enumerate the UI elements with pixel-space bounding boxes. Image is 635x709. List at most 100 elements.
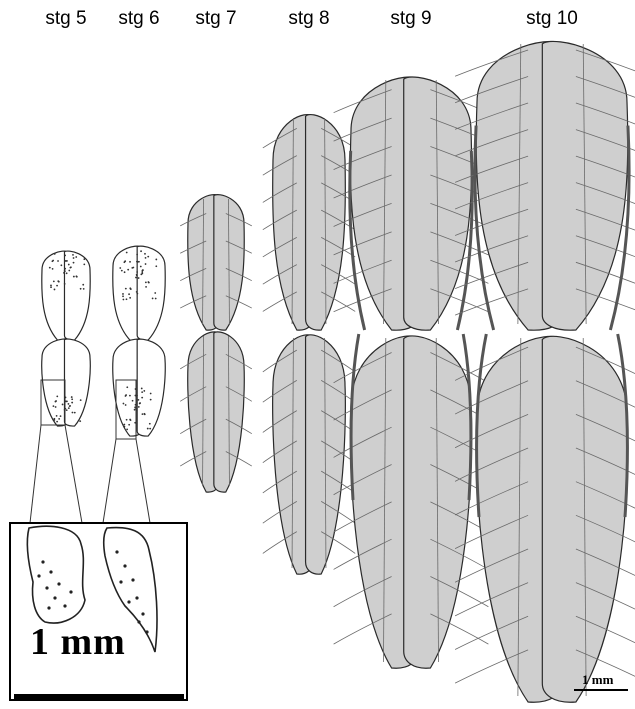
stage-5-base-dot-8 <box>71 398 73 400</box>
stage-5-tip-dot-8 <box>73 257 75 259</box>
stage-6-base-dot-18 <box>138 399 140 401</box>
stage-5-tip-dot-0 <box>66 272 68 274</box>
stage-6-tip-dot-40 <box>140 250 142 252</box>
stage-5-base-dot-0 <box>66 409 68 411</box>
stage-6-tip-dot-48 <box>136 293 138 295</box>
stage-6-tip-dot-39 <box>148 281 150 283</box>
stage-6-base-dot-14 <box>134 409 136 411</box>
stage-6-tip-dot-30 <box>155 265 157 267</box>
stage-5-tip-dot-32 <box>64 283 66 285</box>
stage-5-tip-dot-37 <box>80 288 82 290</box>
stage-5-tip-dot-15 <box>73 262 75 264</box>
stage-5-tip-dot-3 <box>50 284 52 286</box>
inset-connector-4 <box>136 439 150 523</box>
stage-5-base-dot-6 <box>71 396 73 398</box>
stage-6-tip-dot-32 <box>136 291 138 293</box>
stage-6-base-dot-6 <box>141 388 143 390</box>
scale-bar-label: 1 mm <box>582 672 613 688</box>
stage-5-base-dot-12 <box>55 406 57 408</box>
stage-6-base-dot-10 <box>126 386 128 388</box>
stage-5-tip-dot-24 <box>70 266 72 268</box>
stage-6-base-dot-29 <box>142 413 144 415</box>
stage-5-tip-dot-39 <box>76 275 78 277</box>
stage-5-tip-dot-22 <box>56 285 58 287</box>
stage-6-base-dot-19 <box>126 419 128 421</box>
stage-6-tip-dot-24 <box>142 269 144 271</box>
stage-6-tip-dot-41 <box>131 267 133 269</box>
stage-6-tip-dot-37 <box>152 298 154 300</box>
stage-5-base-dot-24 <box>69 405 71 407</box>
inset-connector-3 <box>103 439 116 523</box>
stage-5-base-dot-20 <box>62 404 64 406</box>
stage-6-base-dot-26 <box>125 394 127 396</box>
scale-bar <box>574 689 628 691</box>
stage-6-tip-dot-13 <box>155 259 157 261</box>
stage-6-base-dot-22 <box>128 424 130 426</box>
stage-label-7: stg 7 <box>195 8 236 30</box>
stage-6-tip-dot-47 <box>122 299 124 301</box>
stage-6-hindwing-right <box>137 339 165 436</box>
stage-6-tip-dot-8 <box>145 257 147 259</box>
stage-5-base-dot-28 <box>53 405 55 407</box>
stage-6-tip-dot-16 <box>126 298 128 300</box>
stage-5-tip-dot-28 <box>49 267 51 269</box>
stage-5-tip-dot-10 <box>54 253 56 255</box>
stage-6-tip-dot-19 <box>125 288 127 290</box>
stage-5-tip-dot-35 <box>75 256 77 258</box>
stage-6-tip-dot-26 <box>124 260 126 262</box>
stage-6-base-dot-34 <box>129 395 131 397</box>
stage-5-tip-dot-31 <box>64 270 66 272</box>
stage-6-tip-dot-18 <box>140 266 142 268</box>
stage-6-tip-dot-35 <box>147 256 149 258</box>
stage-6-tip-dot-36 <box>129 287 131 289</box>
stage-6-tip-dot-33 <box>136 271 138 273</box>
stage-5-tip-dot-27 <box>64 255 66 257</box>
stage-6-tip-dot-22 <box>128 293 130 295</box>
stage-5-base-dot-5 <box>60 415 62 417</box>
stage-6-base-dot-16 <box>126 428 128 430</box>
stage-6-base-dot-8 <box>141 391 143 393</box>
stage-6-tip-dot-21 <box>122 295 124 297</box>
stage-label-5: stg 5 <box>45 8 86 30</box>
stage-label-8: stg 8 <box>288 8 329 30</box>
stage-6-tip-dot-15 <box>145 263 147 265</box>
inset-wing-base-left <box>27 526 85 623</box>
stage-5-base-dot-21 <box>53 419 55 421</box>
stage-6-base-dot-3 <box>123 424 125 426</box>
stage-6-tip-dot-31 <box>136 274 138 276</box>
stage-5-tip-dot-26 <box>52 260 54 262</box>
stage-5-tip-dot-29 <box>73 276 75 278</box>
stage-6-tip-dot-3 <box>122 293 124 295</box>
stage-6-tip-dot-11 <box>155 298 157 300</box>
stage-6-base-dot-9 <box>138 406 140 408</box>
stage-5-tip-dot-36 <box>57 280 59 282</box>
stage-5-tip-dot-23 <box>65 260 67 262</box>
stage-6-base-dot-13 <box>150 393 152 395</box>
stage-5-tip-dot-14 <box>63 272 65 274</box>
stage-6-tip-dot-34 <box>129 261 131 263</box>
stage-5-base-dot-25 <box>74 412 76 414</box>
stage-5-tip-dot-38 <box>82 284 84 286</box>
stage-6-tip-dot-12 <box>124 271 126 273</box>
stage-5-tip-dot-33 <box>64 268 66 270</box>
stage-5-hindwing-right <box>64 339 90 426</box>
stage-5-tip-dot-30 <box>83 263 85 265</box>
stage-6-base-dot-15 <box>141 397 143 399</box>
stage-6-forewing-right <box>137 246 165 340</box>
stage-6-base-dot-35 <box>143 390 145 392</box>
stage-5-base-dot-26 <box>55 400 57 402</box>
stage-6-base-dot-37 <box>147 428 149 430</box>
stage-5-tip-dot-21 <box>50 286 52 288</box>
stage-6-base-dot-21 <box>123 426 125 428</box>
stage-6-tip-dot-23 <box>137 261 139 263</box>
stage-5-tip-dot-12 <box>52 268 54 270</box>
stage-6-tip-dot-42 <box>127 269 129 271</box>
stage-6-base-dot-38 <box>149 423 151 425</box>
stage-6-base-dot-36 <box>129 419 131 421</box>
stage-label-10: stg 10 <box>526 8 578 30</box>
stage-6-tip-dot-14 <box>135 277 137 279</box>
stage-5-tip-dot-19 <box>53 280 55 282</box>
stage-5-hindwing-left <box>42 339 68 426</box>
stage-6-tip-dot-10 <box>126 252 128 254</box>
stage-5-forewing-left <box>42 251 68 340</box>
